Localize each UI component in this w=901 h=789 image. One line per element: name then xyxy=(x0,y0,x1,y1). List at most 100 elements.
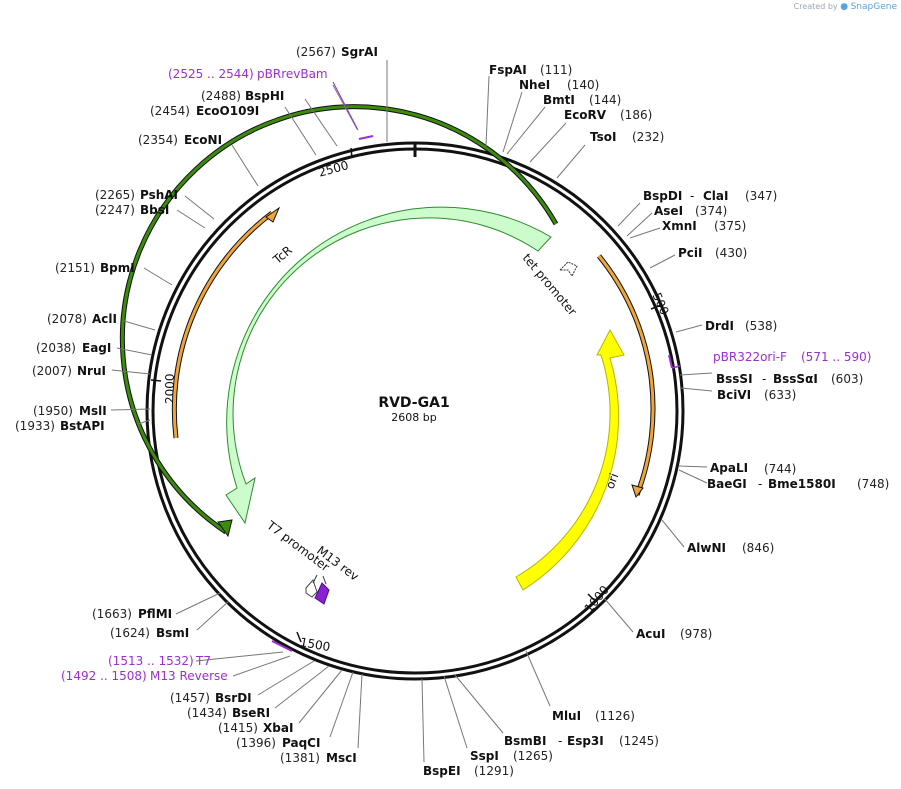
svg-text:AseI: AseI xyxy=(654,204,683,218)
m13-rev-arrow[interactable] xyxy=(314,582,330,605)
site-bsmbi-esp3i[interactable]: BsmBI - Esp3I (1245) xyxy=(504,734,659,748)
svg-text:NruI: NruI xyxy=(77,364,106,378)
svg-text:-: - xyxy=(762,372,766,386)
site-bstapi[interactable]: (1933) BstAPI xyxy=(15,419,105,433)
site-bcivi[interactable]: BciVI (633) xyxy=(717,388,796,402)
tcr-arrow[interactable] xyxy=(225,206,552,525)
svg-text:T7: T7 xyxy=(195,654,211,668)
svg-text:XbaI: XbaI xyxy=(263,721,293,735)
svg-text:FspAI: FspAI xyxy=(489,63,527,77)
site-msli[interactable]: (1950) MslI xyxy=(33,404,107,418)
tet-promoter-arrow[interactable] xyxy=(558,261,578,277)
svg-text:XmnI: XmnI xyxy=(662,219,697,233)
svg-text:EagI: EagI xyxy=(82,341,111,355)
site-xbai[interactable]: (1415) XbaI xyxy=(218,721,293,735)
site-bbsi[interactable]: (2247) BbsI xyxy=(95,203,169,217)
svg-text:(1950): (1950) xyxy=(33,404,73,418)
svg-text:PshAI: PshAI xyxy=(140,188,178,202)
t7-m13-features[interactable]: T7 promoter M13 rev xyxy=(263,518,361,605)
site-fspai[interactable]: FspAI (111) xyxy=(489,63,572,77)
t7-promoter-arrow[interactable] xyxy=(305,579,318,598)
site-apali[interactable]: ApaLI (744) xyxy=(710,461,796,476)
svg-text:BmtI: BmtI xyxy=(543,93,575,107)
ori-feature[interactable]: ori xyxy=(515,328,625,591)
site-pflmi[interactable]: (1663) PflMI xyxy=(92,607,172,621)
primer-t7[interactable]: (1513 .. 1532) T7 xyxy=(108,654,211,668)
site-drdi[interactable]: DrdI (538) xyxy=(705,319,777,333)
primer-labels: (2525 .. 2544) pBRrevBam pBR322ori-F (57… xyxy=(61,67,871,683)
site-bsmi[interactable]: (1624) BsmI xyxy=(110,626,189,640)
svg-text:AlwNI: AlwNI xyxy=(687,541,726,555)
svg-text:(2038): (2038) xyxy=(36,341,76,355)
site-ecorv[interactable]: EcoRV (186) xyxy=(564,108,652,122)
svg-text:(1415): (1415) xyxy=(218,721,258,735)
site-bpmi[interactable]: (2151) BpmI xyxy=(55,261,135,275)
svg-text:SgrAI: SgrAI xyxy=(341,45,378,59)
svg-text:MluI: MluI xyxy=(552,709,581,723)
orange-arc-right-arrow xyxy=(631,484,644,499)
site-bseri[interactable]: (1434) BseRI xyxy=(187,706,270,720)
svg-text:(2454): (2454) xyxy=(150,104,190,118)
svg-text:(347): (347) xyxy=(745,189,777,203)
svg-text:TsoI: TsoI xyxy=(590,130,616,144)
site-bsrdi[interactable]: (1457) BsrDI xyxy=(170,691,252,705)
site-asei[interactable]: AseI (374) xyxy=(654,204,727,218)
site-nrui[interactable]: (2007) NruI xyxy=(32,364,106,378)
ori-label: ori xyxy=(603,471,621,490)
site-msci[interactable]: (1381) MscI xyxy=(280,751,357,765)
svg-text:PciI: PciI xyxy=(678,246,703,260)
svg-text:(1265): (1265) xyxy=(513,749,553,763)
snapgene-logo-icon: ● xyxy=(840,2,849,12)
site-baegi-bme1580i[interactable]: BaeGI - Bme1580I (748) xyxy=(707,477,889,491)
svg-text:Bme1580I: Bme1580I xyxy=(768,477,836,491)
ori-arrow[interactable] xyxy=(515,328,625,591)
site-sspi[interactable]: SspI (1265) xyxy=(470,749,553,763)
orange-arc-left xyxy=(172,211,273,439)
site-eagi[interactable]: (2038) EagI xyxy=(36,341,111,355)
tet-promoter-feature[interactable]: tet promoter xyxy=(520,251,580,318)
svg-text:(2151): (2151) xyxy=(55,261,95,275)
site-acli[interactable]: (2078) AclI xyxy=(47,312,117,326)
site-tsoi[interactable]: TsoI (232) xyxy=(590,130,664,144)
svg-text:(744): (744) xyxy=(764,462,796,476)
restriction-sites: (2567) SgrAI FspAI (111) NheI (140) BmtI… xyxy=(15,45,889,778)
svg-text:(538): (538) xyxy=(745,319,777,333)
site-bspei[interactable]: BspEI (1291) xyxy=(423,764,514,778)
site-sgrai[interactable]: (2567) SgrAI xyxy=(296,45,378,59)
primer-m13-reverse[interactable]: (1492 .. 1508) M13 Reverse xyxy=(61,669,228,683)
leader-lines xyxy=(110,60,713,763)
site-bmti[interactable]: BmtI (144) xyxy=(543,93,621,107)
site-xmni[interactable]: XmnI (375) xyxy=(662,219,746,233)
svg-text:BspDI: BspDI xyxy=(643,189,682,203)
svg-text:(1291): (1291) xyxy=(474,764,514,778)
site-alwni[interactable]: AlwNI (846) xyxy=(687,541,774,555)
svg-text:(2525 .. 2544): (2525 .. 2544) xyxy=(168,67,254,81)
green-arc xyxy=(120,105,558,534)
snapgene-credit: Created by ● SnapGene xyxy=(794,2,897,12)
site-pcii[interactable]: PciI (430) xyxy=(678,246,747,260)
site-bsphi[interactable]: (2488) BspHI xyxy=(201,89,284,103)
svg-text:BssSI: BssSI xyxy=(716,372,753,386)
primer-pbrrevbam[interactable]: (2525 .. 2544) pBRrevBam xyxy=(168,67,359,131)
primer-pbr322ori-f[interactable]: pBR322ori-F (571 .. 590) xyxy=(713,350,871,364)
svg-text:(186): (186) xyxy=(620,108,652,122)
svg-text:MslI: MslI xyxy=(79,404,107,418)
site-econi[interactable]: (2354) EcoNI xyxy=(138,133,222,147)
site-paqci[interactable]: (1396) PaqCI xyxy=(236,736,320,750)
site-mlui[interactable]: MluI (1126) xyxy=(552,709,635,723)
svg-text:-: - xyxy=(758,477,762,491)
site-acui[interactable]: AcuI (978) xyxy=(636,627,712,641)
svg-text:(232): (232) xyxy=(632,130,664,144)
svg-text:ClaI: ClaI xyxy=(703,189,728,203)
site-bsssi-bsssai[interactable]: BssSI - BssSαI (603) xyxy=(716,372,863,386)
site-pshai[interactable]: (2265) PshAI xyxy=(95,188,178,202)
site-bspdi-clai[interactable]: BspDI - ClaI (347) xyxy=(643,189,777,203)
site-ecoo109i[interactable]: (2454) EcoO109I xyxy=(150,104,259,118)
primer-mark-t7 xyxy=(271,640,293,652)
svg-text:(1457): (1457) xyxy=(170,691,210,705)
tcr-feature[interactable]: TcR xyxy=(225,206,552,525)
site-nhei[interactable]: NheI (140) xyxy=(519,78,599,92)
svg-text:(374): (374) xyxy=(695,204,727,218)
svg-text:(2078): (2078) xyxy=(47,312,87,326)
